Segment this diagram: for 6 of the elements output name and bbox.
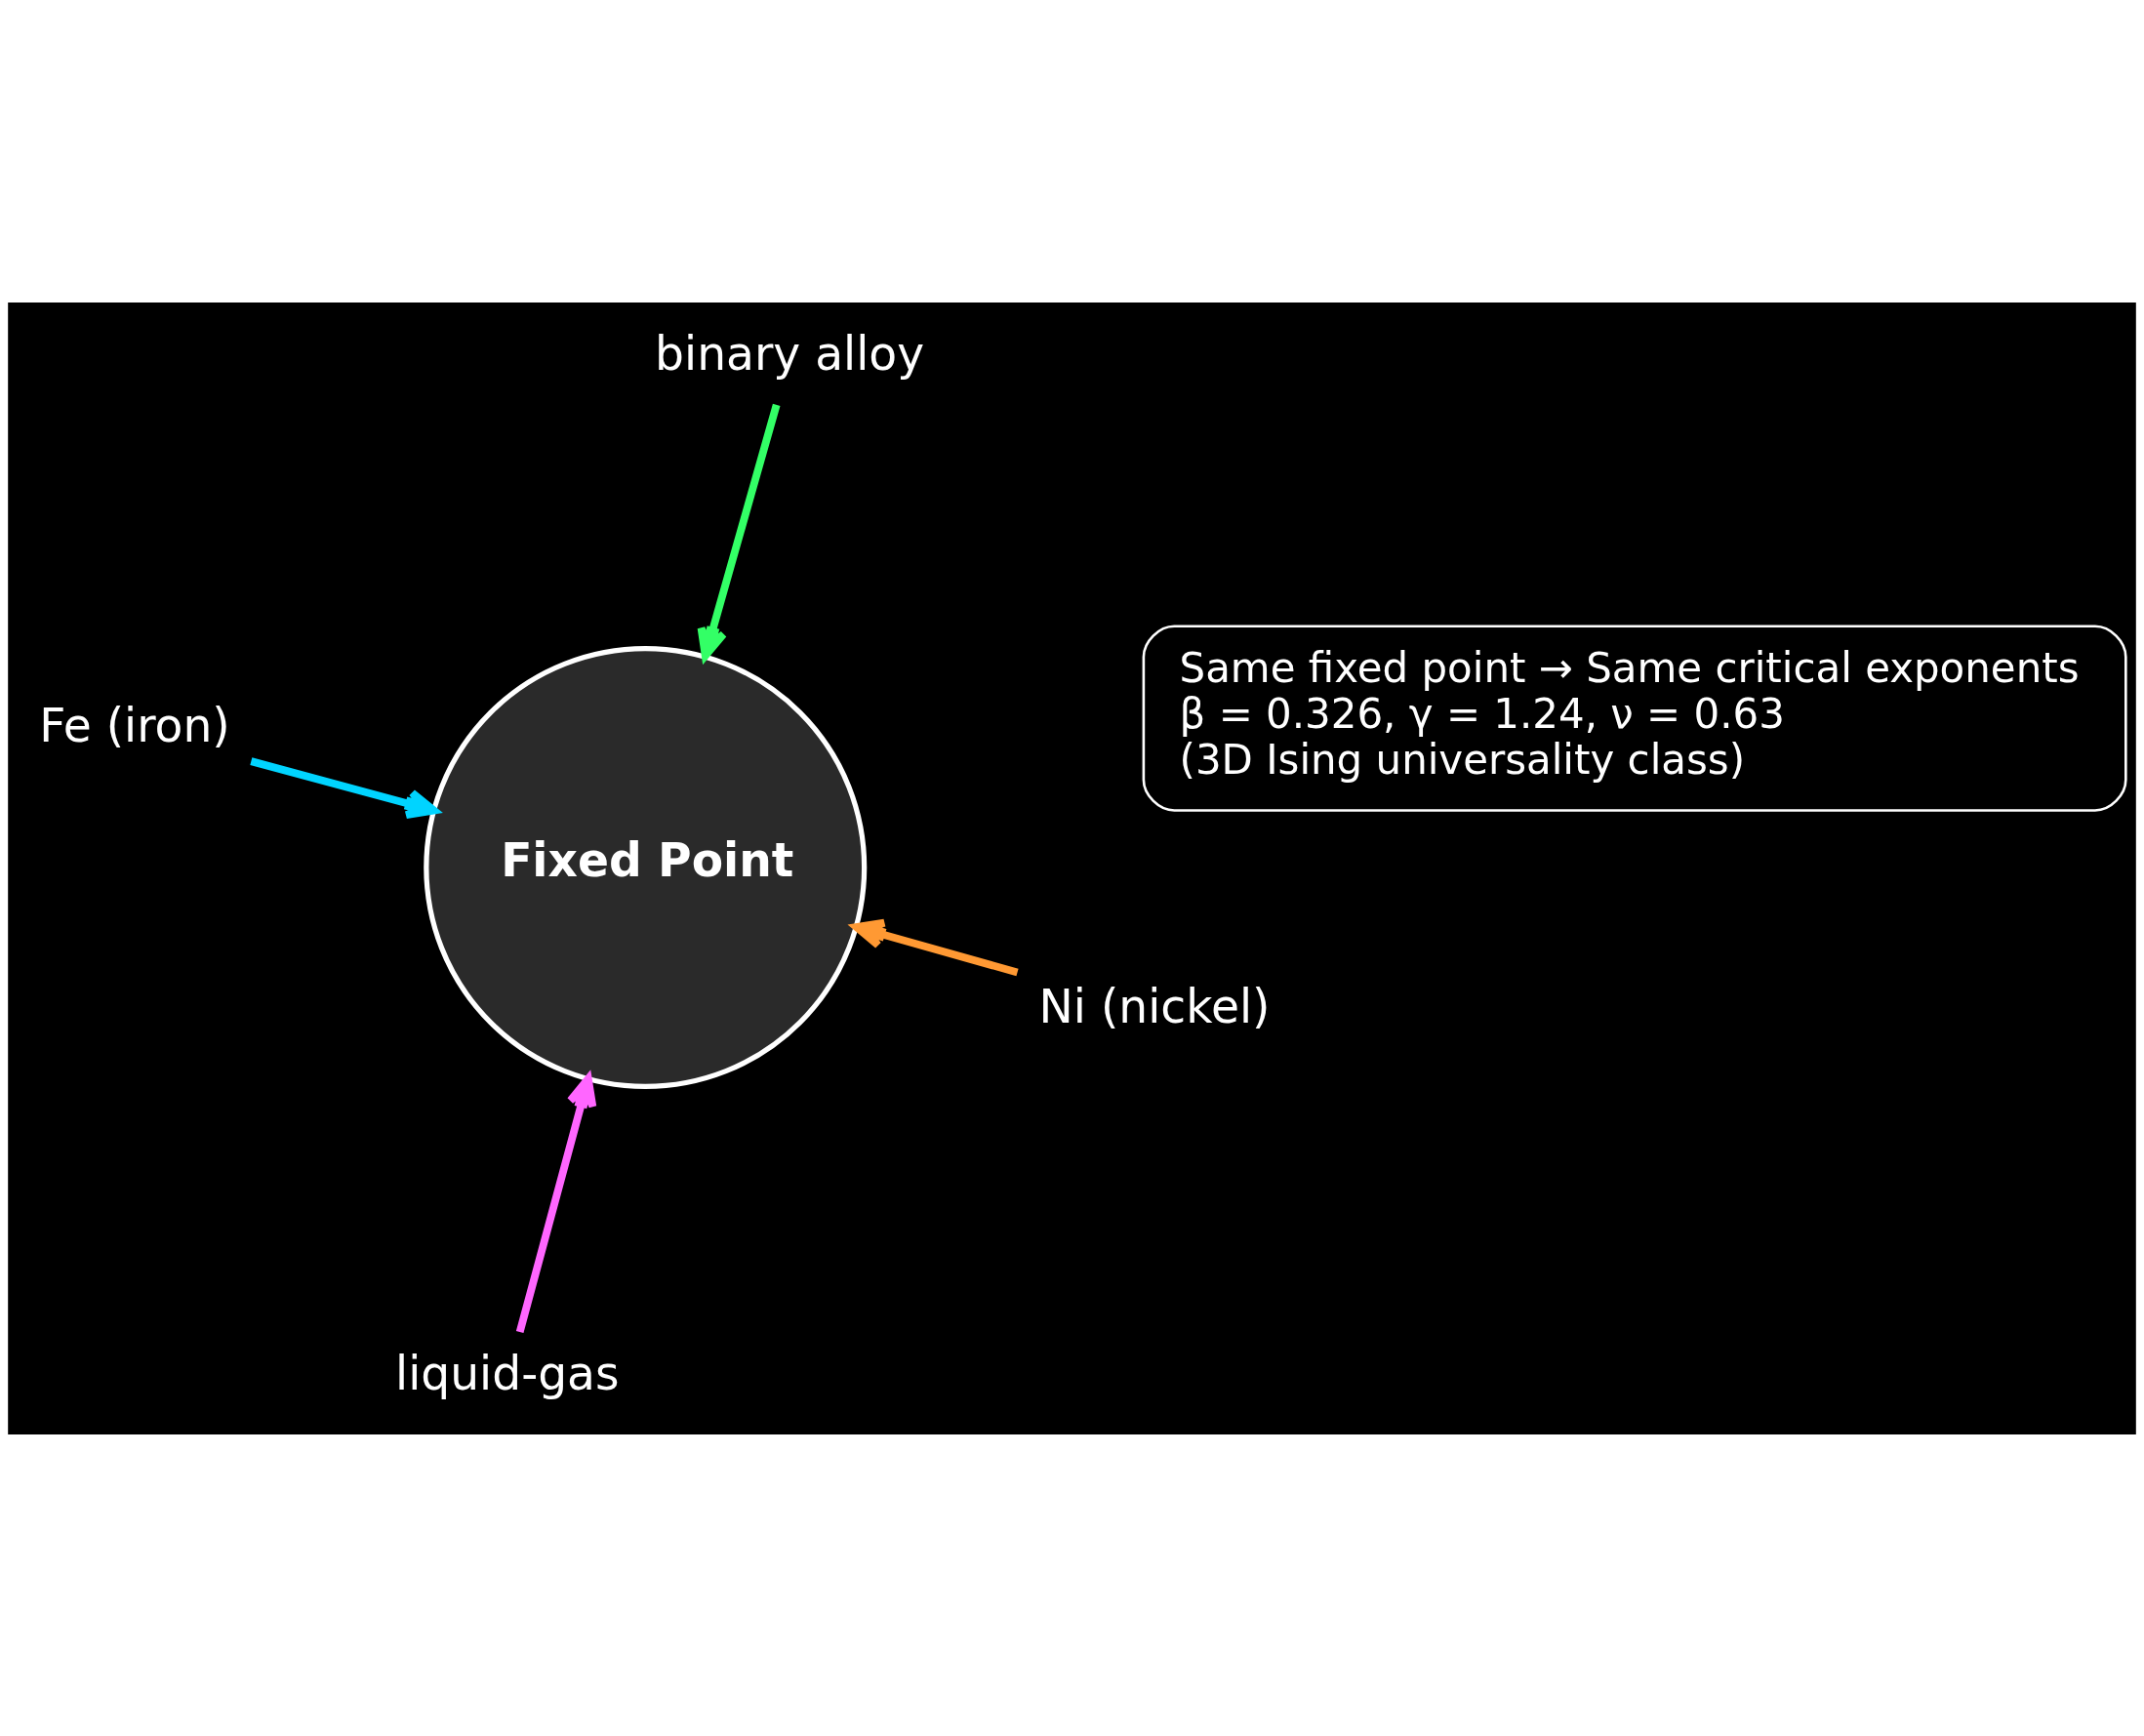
node-text: Ni (nickel) xyxy=(1038,979,1271,1033)
node-box: Same fixed point → Same critical exponents β = 0.326, γ = 1.24, ν = 0.63 (3D Ising universality class) xyxy=(1142,624,2127,812)
node-text: binary alloy xyxy=(655,326,925,381)
node-text: Fe (iron) xyxy=(39,698,230,752)
node-circle: Fixed Point xyxy=(424,645,868,1089)
node-text: liquid-gas xyxy=(395,1346,620,1400)
